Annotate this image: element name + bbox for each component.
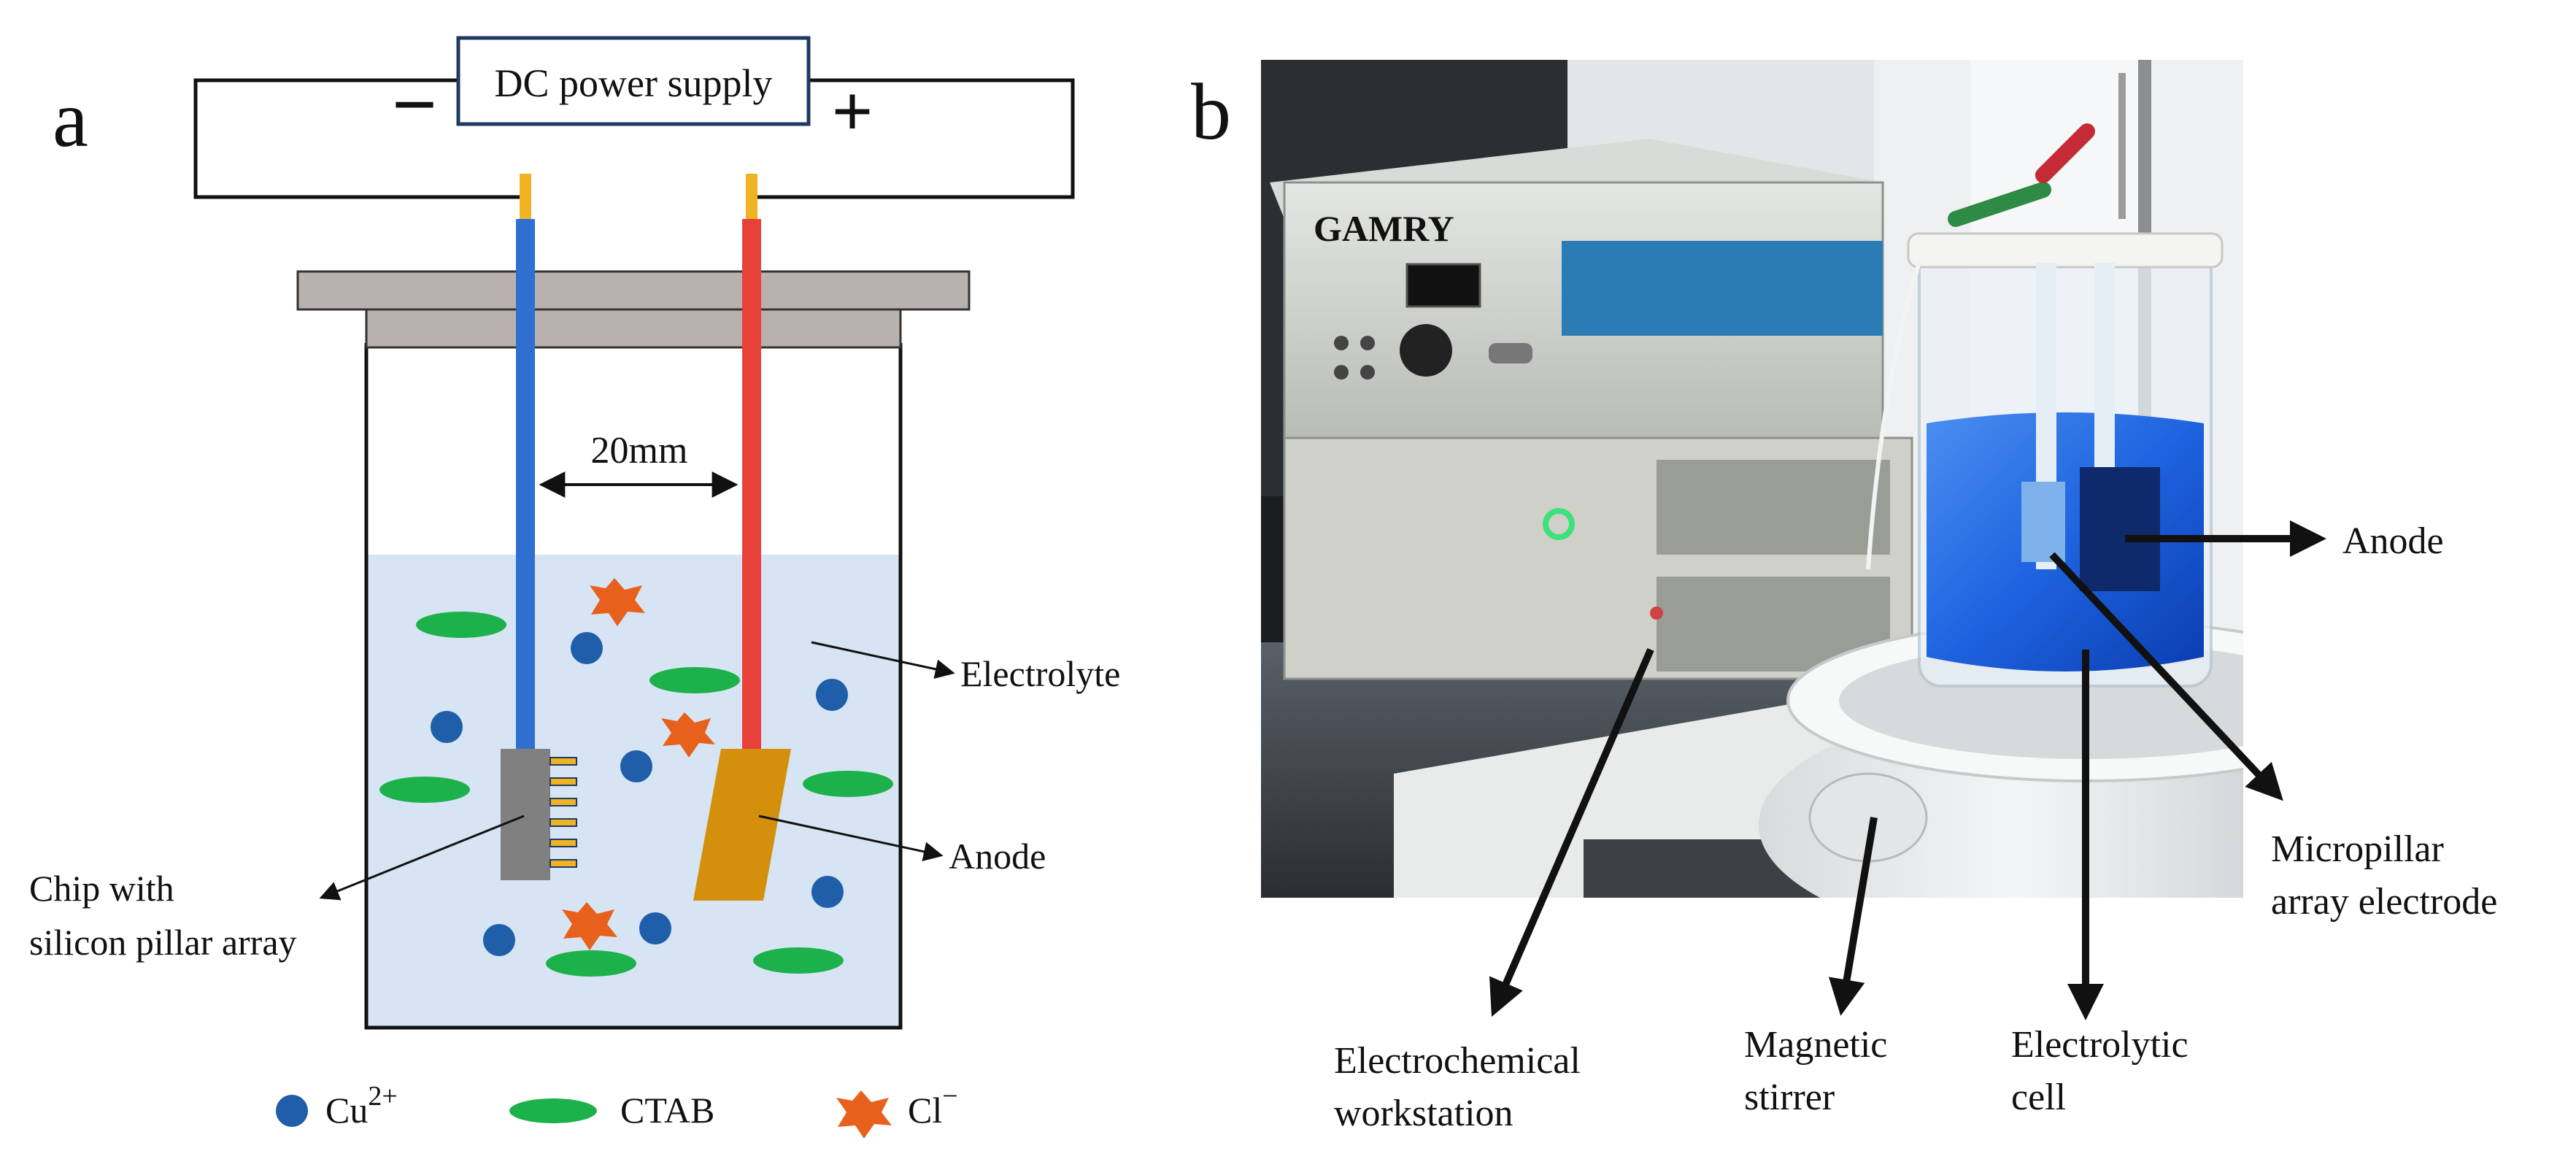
silicon-pillar-array: [549, 757, 577, 868]
cell-label-line2: cell: [2011, 1077, 2066, 1118]
anode-rod: [742, 219, 761, 752]
workstation-label-line2: workstation: [1334, 1093, 1513, 1134]
stirrer-label-line1: Magnetic: [1744, 1024, 1887, 1066]
legend-ctab-label: CTAB: [620, 1090, 714, 1131]
micropillar-label-line1: Micropillar: [2271, 828, 2444, 870]
cathode-rod: [516, 219, 535, 752]
panel-b-photo: b GAM: [1191, 60, 2497, 1134]
beaker-wall: [364, 343, 903, 1030]
legend-cl-label: Cl−: [908, 1081, 958, 1131]
legend-cu-marker: [276, 1095, 308, 1127]
gap-dimension-label: 20mm: [591, 430, 688, 471]
electrolyte-leader: [811, 641, 955, 680]
plus-terminal-sign: +: [832, 71, 874, 152]
dc-power-supply-box: [456, 36, 811, 126]
workstation-label-line1: Electrochemical: [1334, 1040, 1581, 1082]
electrolytic-cell: [1866, 73, 2224, 688]
lid-bottom: [365, 308, 902, 349]
legend-cl-marker: [836, 1090, 892, 1139]
electrochemical-workstation: GAMRY: [1270, 139, 1913, 680]
chip-leader: [319, 815, 525, 901]
panel-b-label: b: [1191, 67, 1231, 156]
lid-top: [296, 270, 971, 311]
anode-label-b: Anode: [2342, 520, 2444, 562]
legend-cu-label: Cu2+: [325, 1081, 398, 1131]
cathode-terminal: [520, 174, 531, 219]
anode-label-a: Anode: [949, 836, 1046, 877]
electrolyte-label: Electrolyte: [960, 653, 1120, 694]
chip-label-line1: Chip with: [29, 868, 174, 909]
anode-terminal: [746, 174, 757, 219]
panel-a-label: a: [53, 74, 88, 163]
anode-leader: [758, 815, 944, 862]
ctab-molecules: [379, 612, 893, 977]
legend-ctab-marker: [509, 1098, 597, 1123]
cell-label-line1: Electrolytic: [2011, 1024, 2189, 1066]
panel-a-schematic: a DC power supply − +: [29, 36, 1120, 1139]
micropillar-label-line2: array electrode: [2271, 881, 2497, 923]
anode-plate: [693, 749, 791, 901]
chip-label-line2: silicon pillar array: [29, 922, 297, 963]
stirrer-label-line2: stirrer: [1744, 1077, 1835, 1118]
cu-ions: [431, 632, 848, 956]
stirrer-arrow: [1828, 817, 1878, 1016]
device-brand-text: GAMRY: [1314, 208, 1454, 249]
lab-photo: GAMRY: [1261, 60, 2243, 898]
legend: Cu2+ CTAB Cl−: [276, 1081, 958, 1139]
power-supply-label: DC power supply: [495, 61, 773, 105]
minus-terminal-sign: −: [392, 60, 438, 149]
workstation-arrow: [1489, 648, 1654, 1017]
cl-ions: [562, 578, 715, 950]
micropillar-arrow: [2049, 552, 2283, 801]
silicon-chip: [501, 749, 550, 880]
